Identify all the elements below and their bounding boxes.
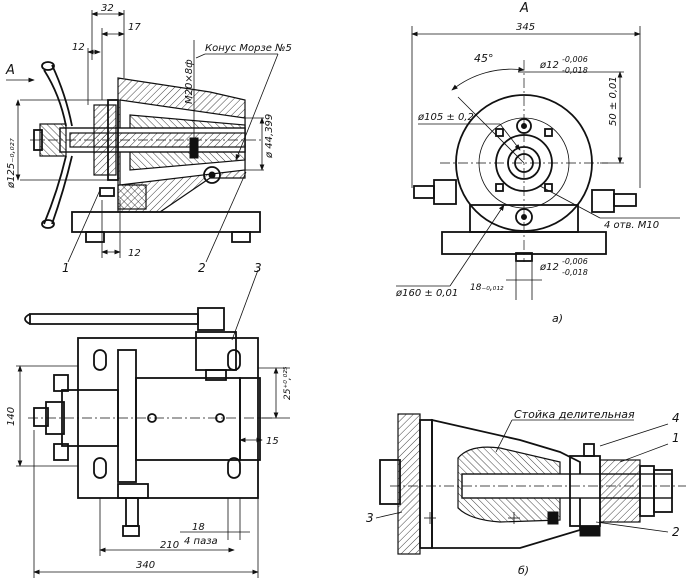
- dim-32: 32: [101, 3, 114, 14]
- dia-12-top: ø12: [539, 60, 559, 71]
- callout-3-b: 3: [366, 511, 374, 525]
- dim-345: 345: [516, 22, 535, 33]
- bottom-left-plan-view: 3 25⁺⁰,⁰²⁵ 140 15 18 4 паза 210 340: [6, 261, 293, 578]
- dim-50: 50 ± 0,01: [608, 76, 619, 126]
- dim-12-top: 12: [72, 42, 85, 53]
- top-right-front-view: A 345 45°: [395, 1, 680, 325]
- tol-12-bottom-lower: -0,018: [562, 268, 588, 277]
- slots-label: 4 паза: [184, 536, 218, 547]
- top-left-section-view: A 32 17 12 M20×8ф Конус Морзе №5 ø125₋₀,…: [5, 3, 292, 275]
- stand-label: Стойка делительная: [514, 408, 635, 421]
- dim-17: 17: [128, 22, 141, 33]
- view-label-a: A: [519, 1, 529, 16]
- dia-125-label: ø125₋₀,₀₂₇: [6, 138, 17, 189]
- dia-160: ø160 ± 0,01: [395, 288, 458, 299]
- callout-2-b: 2: [672, 525, 680, 539]
- dia-44-label: ø 44,399: [264, 114, 275, 159]
- bottom-right-assembly-view: Стойка делительная 4 1 3 2 б): [366, 408, 686, 577]
- dim-140: 140: [6, 407, 17, 426]
- dim-15: 15: [266, 436, 279, 447]
- tol-12-top-lower: -0,018: [562, 66, 588, 75]
- dim-25: 25⁺⁰,⁰²⁵: [283, 366, 293, 400]
- tol-12-bottom-upper: -0,006: [562, 257, 588, 266]
- dim-18-top: 18₋₀,₀₁₂: [470, 283, 504, 293]
- dim-12-bottom: 12: [128, 248, 141, 259]
- sub-label-b: б): [518, 564, 529, 577]
- dia-105: ø105 ± 0,2: [417, 112, 474, 123]
- sub-label-a: а): [552, 312, 563, 325]
- dim-210: 210: [160, 540, 179, 551]
- holes-m10: 4 отв. М10: [604, 220, 659, 231]
- morse-taper-label: Конус Морзе №5: [205, 43, 292, 54]
- view-arrow-label: A: [5, 63, 15, 78]
- dia-12-bottom: ø12: [539, 262, 559, 273]
- dim-18-slots: 18: [192, 522, 205, 533]
- callout-3: 3: [254, 261, 262, 275]
- thread-label: M20×8ф: [184, 59, 195, 104]
- angle-45: 45°: [474, 52, 494, 65]
- callout-2: 2: [198, 261, 206, 275]
- callout-1-b: 1: [672, 431, 680, 445]
- callout-4: 4: [672, 411, 680, 425]
- tol-12-top-upper: -0,006: [562, 55, 588, 64]
- callout-1: 1: [62, 261, 70, 275]
- dim-340: 340: [136, 560, 155, 571]
